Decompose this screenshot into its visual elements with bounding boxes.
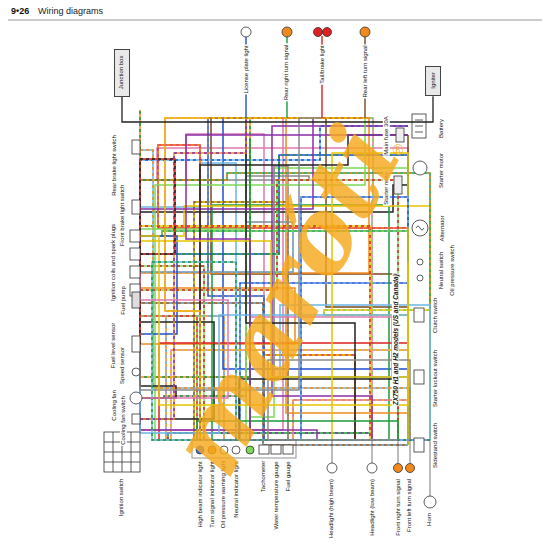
headlight-symbol — [327, 463, 337, 473]
switch-symbol — [132, 414, 140, 424]
bulb-symbol — [394, 464, 403, 473]
component-label: Sidestand switch — [433, 421, 440, 468]
component-label: Fuel level sensor — [111, 321, 118, 368]
coil-symbol — [130, 266, 140, 278]
left-components — [104, 140, 142, 472]
component-label: Rear right turn signal — [284, 44, 291, 102]
gauge-symbol — [283, 445, 293, 454]
component-box: Junction box — [114, 49, 131, 97]
wire-tracer — [140, 159, 175, 344]
component-label: Tail/brake light — [319, 44, 326, 84]
page-number: 9•26 — [10, 6, 30, 16]
component-label: ZX750 H1 and H2 models (US and Canada) — [392, 273, 399, 406]
coil-symbol — [130, 230, 140, 242]
header-rule — [8, 20, 542, 21]
component-label: Fuel gauge — [285, 460, 292, 492]
bulb-symbol — [360, 27, 370, 37]
component-label: Neutral switch — [439, 250, 446, 290]
component-label: Front brake light switch — [120, 183, 127, 247]
component-label: Water temperature gauge — [273, 460, 280, 530]
bulb-symbol — [314, 28, 323, 37]
pump-symbol — [132, 292, 140, 308]
component-label: Headlight (low beam) — [369, 478, 376, 537]
lead-wires — [332, 440, 430, 496]
alternator-wave — [416, 226, 424, 230]
component-label: Clutch switch — [433, 296, 440, 333]
horn-symbol — [424, 496, 436, 508]
sensor-symbol — [132, 368, 140, 376]
battery-symbol — [412, 114, 426, 138]
bulb-symbol — [282, 27, 292, 37]
component-label: Fuel pump — [120, 285, 127, 315]
bulb-symbol — [323, 28, 332, 37]
component-label: Starter lockout switch — [433, 348, 440, 407]
switch-symbol — [417, 259, 423, 265]
component-label: High beam indicator light — [197, 460, 204, 528]
alternator-symbol — [412, 220, 428, 236]
component-label: Front left turn signal — [407, 478, 414, 533]
component-label: Battery — [439, 117, 446, 138]
headlight-symbol — [367, 463, 377, 473]
component-label: Rear left turn signal — [362, 44, 369, 98]
component-label: Horn — [427, 512, 434, 527]
box-label: Junction box — [119, 55, 126, 89]
bulb-symbol — [241, 27, 251, 37]
switch-symbol — [414, 308, 424, 322]
switch-symbol — [414, 438, 424, 452]
component-label: Oil pressure switch — [449, 244, 456, 297]
component-label: Cooling fan switch — [120, 395, 127, 446]
component-label: Rear brake light switch — [111, 134, 118, 197]
switch-symbol — [414, 370, 424, 384]
rear-lamps — [241, 27, 370, 118]
wire — [140, 159, 175, 344]
component-label: Alternator — [439, 214, 446, 242]
component-label: Ignition coils and spark plugs — [111, 222, 118, 301]
component-label: Headlight (high beam) — [329, 478, 336, 539]
switch-symbol — [132, 140, 140, 154]
component-label: Ignition switch — [119, 478, 126, 518]
component-box: Igniter — [425, 66, 442, 97]
sensor-symbol — [132, 336, 140, 352]
component-label: Speed sensor — [120, 345, 127, 384]
component-label: Front right turn signal — [395, 478, 402, 537]
box-label: Igniter — [430, 72, 437, 89]
fan-motor-symbol — [130, 392, 142, 404]
component-label: Cooling fan — [111, 389, 118, 421]
switch-symbol — [132, 200, 140, 214]
fuse-symbol — [396, 128, 404, 142]
component-label: Starter motor — [439, 151, 446, 188]
wire — [140, 254, 176, 398]
switch-symbol — [417, 275, 423, 281]
page-heading: Wiring diagrams — [38, 6, 103, 16]
coil-symbol — [130, 248, 140, 260]
bulb-symbol — [406, 464, 415, 473]
component-label: License plate light — [243, 44, 250, 94]
watermark: ® — [390, 142, 406, 158]
